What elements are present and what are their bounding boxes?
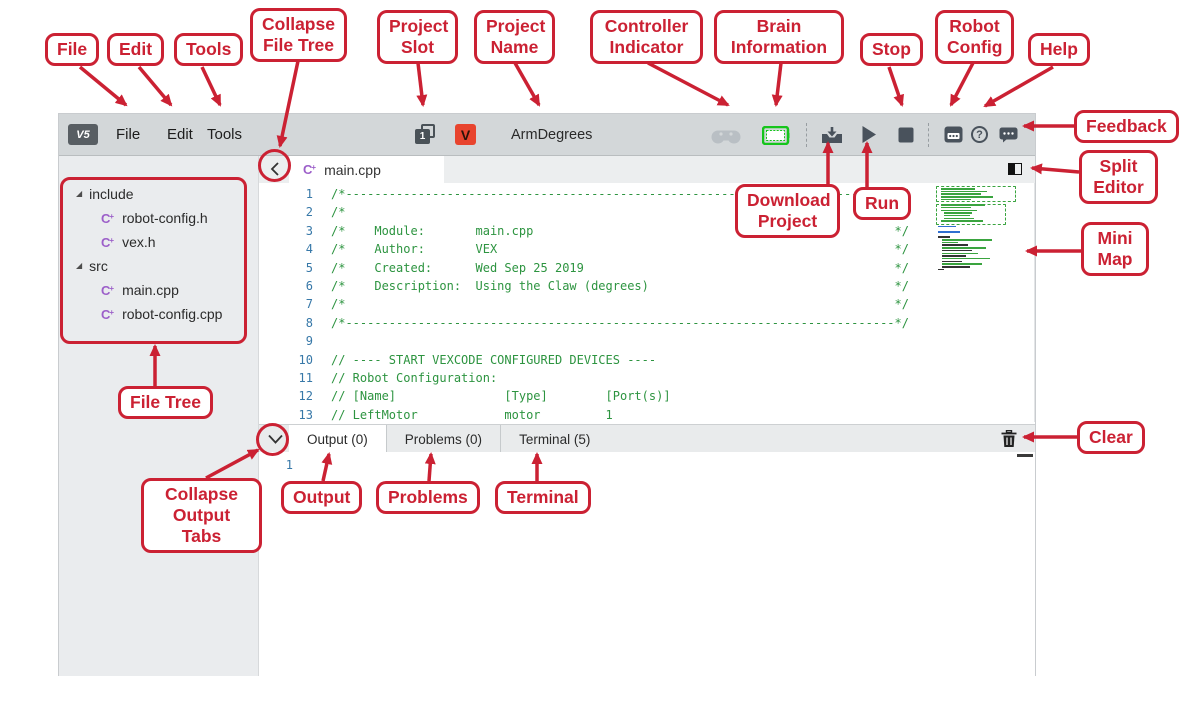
tree-file-main-cpp[interactable]: C+ main.cpp (59, 278, 258, 302)
annotation-circle-collapse-file-tree (258, 149, 291, 182)
cpp-file-icon: C+ (101, 282, 115, 298)
menu-file[interactable]: File (116, 126, 141, 143)
annotation-controller-indicator: Controller Indicator (590, 10, 703, 64)
editor-tab-bar: C+ main.cpp (259, 156, 1035, 183)
cpp-file-icon: C+ (101, 210, 115, 226)
output-line-number: 1 (285, 458, 293, 472)
editor-right-border (1034, 183, 1035, 422)
annotation-help: Help (1028, 33, 1090, 66)
tab-label: main.cpp (324, 161, 381, 178)
brain-information-icon[interactable] (762, 126, 790, 145)
code-line: 10// ---- START VEXCODE CONFIGURED DEVIC… (298, 352, 657, 367)
code-line: 8/*-------------------------------------… (305, 315, 909, 330)
annotation-project-slot: Project Slot (377, 10, 458, 64)
stop-button[interactable] (898, 127, 914, 143)
folder-label: include (89, 186, 134, 202)
code-line: 4/* Author: VEX */ (305, 242, 909, 257)
code-line: 9 (305, 334, 313, 349)
scrollbar-thumb[interactable] (1017, 454, 1033, 457)
annotation-rect-file-tree (60, 177, 247, 344)
project-slot-button[interactable]: 1 (415, 124, 436, 145)
annotation-split-editor: Split Editor (1079, 150, 1158, 204)
folder-label: src (89, 258, 108, 274)
annotation-file-tree: File Tree (118, 386, 214, 419)
annotation-terminal: Terminal (495, 481, 591, 514)
minimap-comment-box (936, 186, 1016, 202)
code-editor[interactable]: 1/*-------------------------------------… (259, 183, 1035, 424)
menu-bar: V5 File Edit Tools 1 V ArmDegrees (59, 114, 1035, 156)
run-button[interactable] (861, 125, 877, 144)
download-project-button[interactable] (821, 126, 843, 144)
output-console[interactable]: 1 (259, 452, 1035, 676)
folder-expanded-icon[interactable]: ◢ (76, 261, 83, 270)
annotation-problems: Problems (376, 481, 480, 514)
toolbar-divider (806, 123, 807, 147)
file-label: main.cpp (122, 282, 179, 298)
tab-problems[interactable]: Problems (0) (387, 425, 502, 453)
folder-expanded-icon[interactable]: ◢ (76, 189, 83, 198)
file-label: robot-config.cpp (122, 306, 223, 322)
clear-output-button[interactable] (1001, 430, 1017, 448)
tree-folder-include[interactable]: ◢ include (59, 182, 258, 206)
problems-tab-label: Problems (0) (404, 431, 483, 447)
annotation-output: Output (281, 481, 363, 514)
code-line: 11// Robot Configuration: (298, 370, 498, 385)
terminal-tab-label: Terminal (5) (519, 431, 591, 447)
split-editor-button[interactable] (1008, 163, 1022, 175)
file-label: robot-config.h (122, 210, 208, 226)
code-line: 1/*-------------------------------------… (305, 187, 909, 201)
tab-main-cpp[interactable]: C+ main.cpp (289, 156, 444, 183)
file-label: vex.h (122, 234, 156, 250)
annotation-brain-information: Brain Information (714, 10, 844, 64)
annotation-collapse-output-tabs: Collapse Output Tabs (141, 478, 262, 553)
output-tab-bar: Output (0) Problems (0) Terminal (5) (259, 424, 1035, 453)
tab-output[interactable]: Output (0) (289, 425, 387, 453)
annotation-run: Run (853, 187, 912, 220)
code-line: 2/* */ (305, 205, 909, 220)
annotation-robot-config: Robot Config (935, 10, 1014, 64)
cpp-file-icon: C+ (101, 234, 115, 250)
annotation-feedback: Feedback (1074, 110, 1179, 143)
project-name-label[interactable]: ArmDegrees (511, 127, 593, 143)
help-button[interactable]: ? (971, 126, 988, 143)
annotation-tools: Tools (174, 33, 244, 66)
tree-file-robot-config-cpp[interactable]: C+ robot-config.cpp (59, 302, 258, 326)
vex-logo: V5 (68, 124, 98, 145)
annotation-circle-collapse-output-tabs (256, 423, 289, 456)
annotation-mini-map: Mini Map (1081, 222, 1149, 276)
code-line: 5/* Created: Wed Sep 25 2019 */ (305, 260, 909, 275)
annotation-clear: Clear (1077, 421, 1145, 454)
annotation-edit: Edit (107, 33, 165, 66)
split-icon (1009, 164, 1015, 174)
annotation-project-name: Project Name (474, 10, 555, 64)
tree-file-vex-h[interactable]: C+ vex.h (59, 230, 258, 254)
annotation-collapse-file-tree: Collapse File Tree (250, 8, 347, 62)
code-line: 7/* */ (305, 297, 909, 312)
minimap-rows (938, 188, 1022, 271)
code-line: 13// LeftMotor motor 1 (298, 407, 613, 422)
controller-indicator-icon (711, 130, 741, 144)
cpp-file-icon: C+ (303, 162, 317, 177)
feedback-button[interactable] (999, 127, 1018, 143)
code-lines: 1/*-------------------------------------… (259, 185, 1035, 424)
code-line: 3/* Module: main.cpp */ (305, 223, 909, 238)
tree-file-robot-config-h[interactable]: C+ robot-config.h (59, 206, 258, 230)
menu-tools[interactable]: Tools (207, 126, 243, 143)
robot-config-button[interactable] (944, 126, 963, 143)
vex-v-icon[interactable]: V (455, 124, 476, 145)
annotation-download-project: Download Project (735, 184, 840, 238)
output-tab-label: Output (0) (307, 431, 368, 447)
minimap[interactable] (936, 186, 1022, 279)
tab-terminal[interactable]: Terminal (5) (501, 425, 608, 453)
toolbar-divider (928, 123, 929, 147)
cpp-file-icon: C+ (101, 306, 115, 322)
annotation-file: File (45, 33, 100, 66)
code-line: 6/* Description: Using the Claw (degrees… (305, 278, 909, 293)
menu-edit[interactable]: Edit (167, 126, 193, 143)
code-line: 12// [Name] [Type] [Port(s)] (298, 389, 671, 404)
tree-folder-src[interactable]: ◢ src (59, 254, 258, 278)
annotation-stop: Stop (860, 33, 923, 66)
slot-number: 1 (415, 129, 430, 144)
